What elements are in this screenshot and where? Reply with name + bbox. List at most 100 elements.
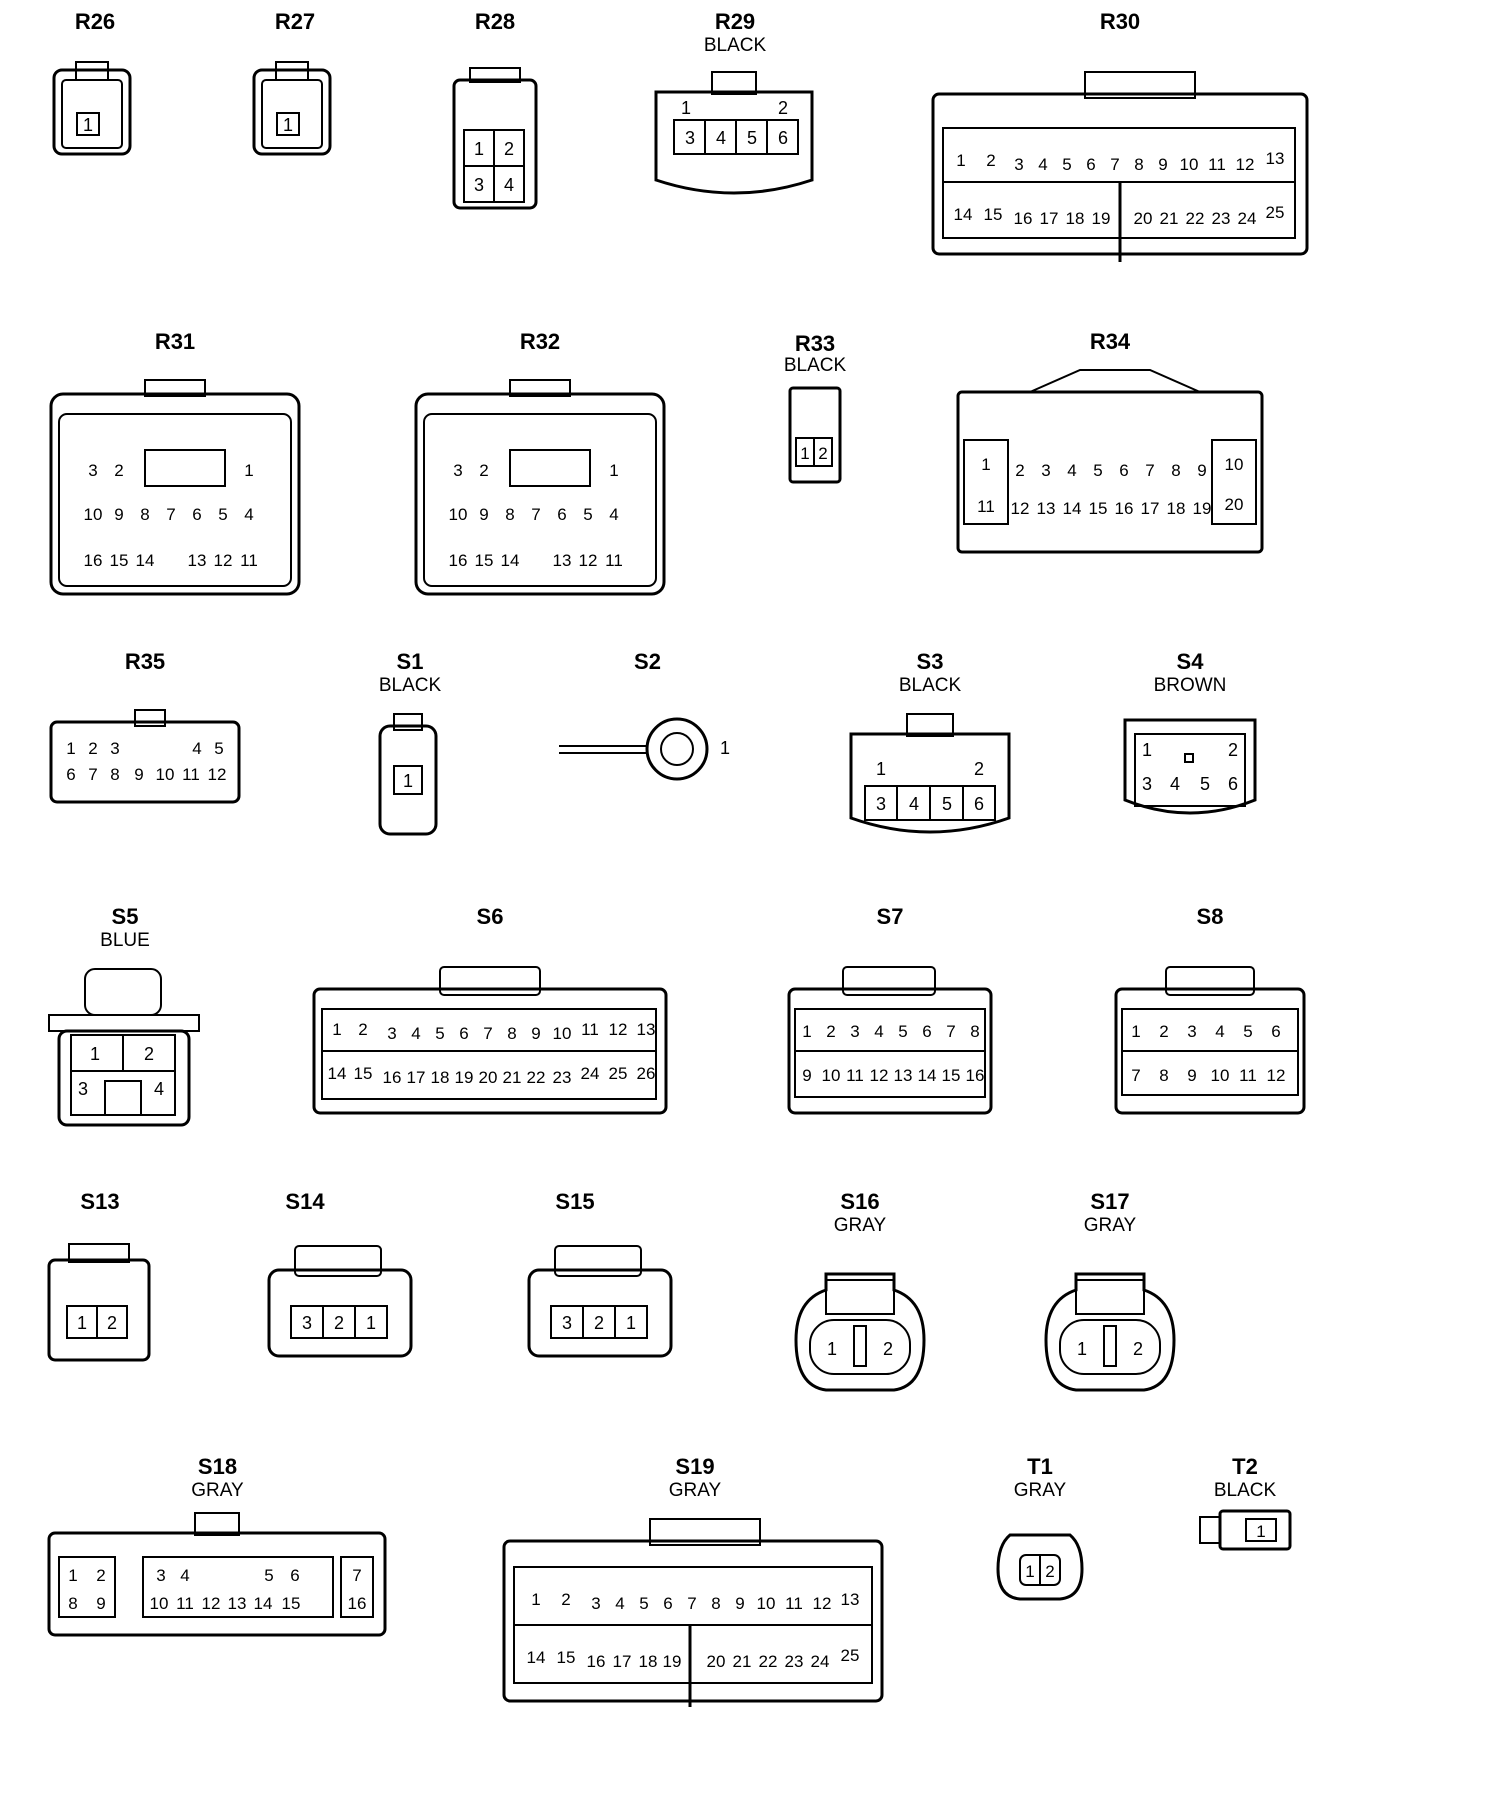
pin: 14: [254, 1594, 273, 1613]
connector-label: S19: [675, 1454, 715, 1479]
pin: 2: [1228, 740, 1238, 760]
pin: 19: [1193, 499, 1212, 518]
connector-S15: S15 3 2 1: [525, 1190, 675, 1365]
pin: 2: [974, 759, 984, 779]
pin: 2: [883, 1339, 893, 1359]
pin: 1: [1131, 1022, 1140, 1041]
pin: 4: [154, 1079, 164, 1099]
connector-label: S14: [285, 1189, 325, 1214]
connector-drawing: 1 2: [996, 1533, 1084, 1601]
pin: 18: [1167, 499, 1186, 518]
connector-drawing: 1 2 3 4 5 6 7 8 9 10 11 12 13 14 15 16 1…: [312, 966, 668, 1115]
pin: 1: [531, 1590, 540, 1609]
pin: 1: [1256, 1522, 1265, 1541]
pin: 1: [827, 1339, 837, 1359]
pin: 3: [78, 1079, 88, 1099]
pin: 5: [1200, 774, 1210, 794]
pin: 11: [182, 765, 200, 784]
pin: 10: [1211, 1066, 1230, 1085]
connector-drawing: 1 2 3 4 5 6 7 8 9 10 11 12 13 14 15 16: [47, 1512, 387, 1637]
pin: 15: [354, 1064, 373, 1083]
pin: 7: [531, 505, 540, 524]
connector-color: GRAY: [191, 1480, 244, 1501]
pin: 13: [553, 551, 572, 570]
pin: 4: [504, 175, 514, 195]
pin: 8: [1134, 155, 1143, 174]
connector-label: R31: [154, 329, 196, 354]
connector-drawing: 1: [559, 717, 730, 781]
connector-drawing: 1 2 3 4: [48, 968, 200, 1127]
pin: 5: [264, 1566, 273, 1585]
connector-R28: R28 1 2 3 4: [440, 10, 550, 220]
pin: 9: [802, 1066, 811, 1085]
pin: 3: [302, 1313, 312, 1333]
connector-drawing: 1 2 3 4 5 6 7 8 9 10 11 12: [1114, 966, 1306, 1115]
pin: 19: [1092, 209, 1111, 228]
pin: 18: [431, 1068, 450, 1087]
pin: 8: [970, 1022, 979, 1041]
connector-R30: R30 1 2 3 4 5 6 7 8 9 10 11 12 13 14 15 …: [925, 10, 1315, 280]
pin: 5: [1093, 461, 1102, 480]
connector-S18: S18 GRAY 1 2 3 4 5 6 7 8 9 10 11 12 13 1…: [45, 1455, 390, 1645]
connector-label: S13: [80, 1189, 120, 1214]
pin: 11: [240, 551, 258, 570]
pin: 1: [800, 444, 809, 463]
pin: 13: [228, 1594, 247, 1613]
connector-drawing: 1: [252, 61, 332, 156]
pin: 2: [818, 444, 827, 463]
pin: 6: [192, 505, 201, 524]
pin: 1: [1077, 1339, 1087, 1359]
connector-label: S3: [916, 649, 944, 674]
connector-label: S2: [634, 649, 661, 674]
pin: 7: [352, 1566, 361, 1585]
pin: 7: [687, 1594, 696, 1613]
connector-drawing: 1 2 3 4 5 6 7 8 9 10 11 12 13 14 15 16 1…: [956, 369, 1264, 554]
connector-color: BLACK: [898, 675, 962, 696]
connector-label: R27: [274, 9, 316, 34]
pin: 4: [1170, 774, 1180, 794]
connector-color: BLACK: [783, 355, 847, 376]
connector-drawing: 3 2 1: [267, 1245, 413, 1358]
connector-color: GRAY: [1013, 1480, 1067, 1501]
pin: 15: [942, 1066, 961, 1085]
pin: 20: [479, 1068, 498, 1087]
pin: 8: [505, 505, 514, 524]
pin: 13: [188, 551, 207, 570]
connector-S3: S3 BLACK 1 2 3 4 5 6: [835, 650, 1025, 850]
pin: 24: [811, 1652, 830, 1671]
pin: 1: [66, 739, 75, 758]
connector-S16: S16 GRAY 1 2: [790, 1190, 930, 1400]
pin: 11: [785, 1594, 803, 1613]
connector-S13: S13 1 2: [45, 1190, 155, 1365]
pin: 10: [553, 1024, 572, 1043]
connector-drawing: 3 2 1 10 9 8 7 6 5 4 16 15 14 13 12 11: [49, 379, 301, 596]
pin: 8: [1171, 461, 1180, 480]
pin: 13: [841, 1590, 860, 1609]
pin: 2: [504, 139, 514, 159]
pin: 3: [850, 1022, 859, 1041]
pin: 3: [562, 1313, 572, 1333]
connector-S1: S1 BLACK 1: [360, 650, 460, 850]
pin: 4: [909, 794, 919, 814]
connector-label: S15: [555, 1189, 595, 1214]
pin: 4: [609, 505, 618, 524]
pin: 2: [986, 151, 995, 170]
connector-S14: S14 3 2 1: [265, 1190, 415, 1365]
pin: 10: [1180, 155, 1199, 174]
pin: 2: [1133, 1339, 1143, 1359]
pin: 13: [637, 1020, 656, 1039]
pin: 3: [88, 461, 97, 480]
connector-drawing: 1 2: [47, 1243, 151, 1362]
pin: 1: [681, 98, 691, 118]
pin: 2: [144, 1044, 154, 1064]
connector-drawing: 1: [52, 61, 132, 156]
connector-color: BLACK: [378, 675, 442, 696]
pin: 19: [455, 1068, 474, 1087]
connector-S4: S4 BROWN 1 2 3 4 5 6: [1115, 650, 1265, 830]
pin: 20: [707, 1652, 726, 1671]
pin: 9: [134, 765, 143, 784]
connector-T1: T1 GRAY 1 2: [990, 1455, 1090, 1605]
pin: 8: [711, 1594, 720, 1613]
pin: 2: [358, 1020, 367, 1039]
pin: 14: [1063, 499, 1082, 518]
